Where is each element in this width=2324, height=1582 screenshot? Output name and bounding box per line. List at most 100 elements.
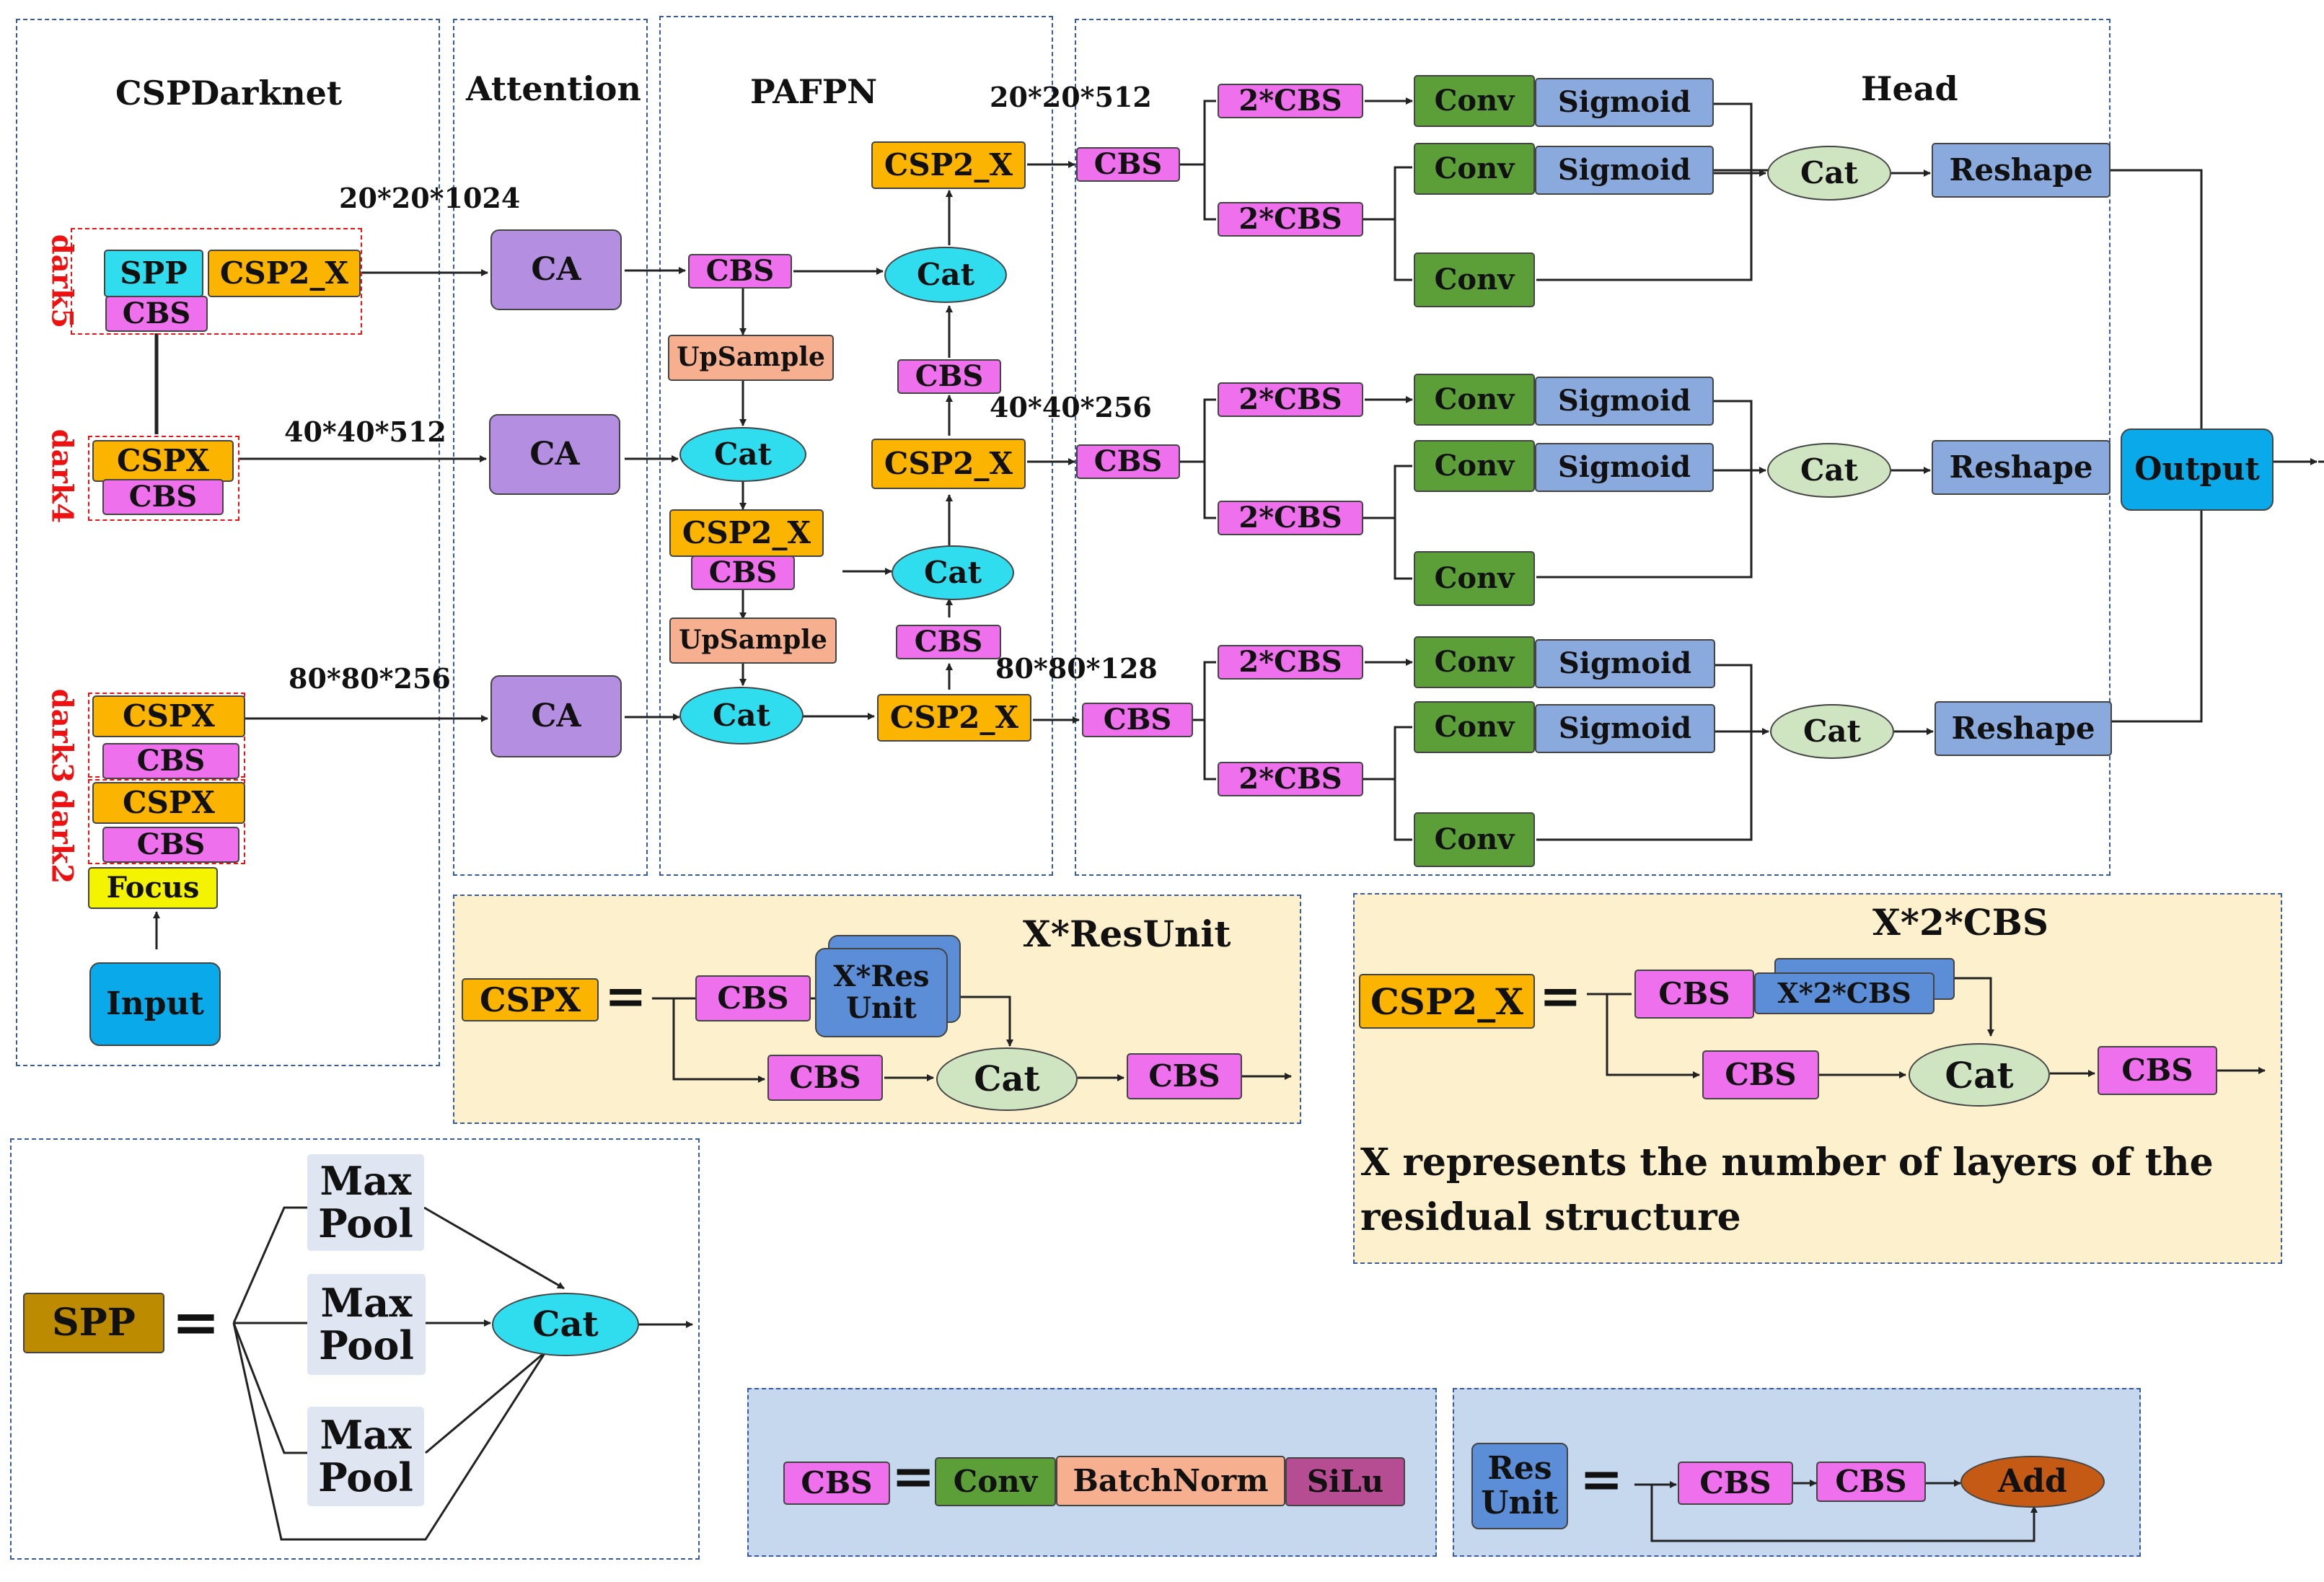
cspx-dark2-block: CSPX [92,782,245,824]
head-cat-1: Cat [1767,146,1891,201]
def-resunit-cbs-2: CBS [1816,1462,1926,1502]
dark4-group [88,436,239,521]
pafpn-csp2x-td-1: CSP2_X [669,509,824,557]
def-cspx-cbs-1: CBS [695,975,811,1021]
def-cbs-batchnorm: BatchNorm [1056,1456,1285,1506]
stage-dark5-label: dark5 [45,234,79,329]
pafpn-cbs-bu-2: CBS [897,359,1001,394]
stage-dark2-label: dark2 [45,789,79,884]
maxpool-3: Max Pool [307,1407,424,1506]
title-cspdarknet: CSPDarknet [115,74,343,113]
def-csp2x-cat: Cat [1909,1043,2050,1107]
pafpn-csp2x-out-20: CSP2_X [871,141,1026,189]
def-resunit-equals: = [1580,1448,1624,1509]
title-pafpn: PAFPN [750,72,878,111]
head-conv-1b: Conv [1414,143,1535,195]
def-spp-block: SPP [23,1293,164,1353]
panel-attention [453,19,648,876]
size-40-40-256: 40*40*256 [990,391,1152,423]
maxpool-2-line2: Pool [319,1322,414,1368]
spp-block: SPP [104,250,203,297]
def-cbs-equals: = [892,1445,936,1506]
def-csp2x-cbs-1: CBS [1634,970,1754,1019]
upsample-bottom: UpSample [669,618,837,664]
panel-cspdarknet [16,19,440,1066]
head-cbs-2: CBS [1076,444,1180,479]
def-cspx-cat: Cat [936,1047,1078,1111]
def-csp2x-cbs-2: CBS [1702,1050,1819,1099]
size-20-20-1024: 20*20*1024 [339,182,521,214]
head-2cbs-3b: 2*CBS [1218,762,1363,796]
head-conv-3b: Conv [1414,701,1535,753]
def-resunit-line1: Res [1487,1449,1552,1487]
def-cspx-xres-unit: X*Res Unit [815,948,948,1037]
cbs-dark5-block: CBS [105,296,208,332]
def-cspx-cbs-2: CBS [767,1055,883,1101]
head-sigmoid-1b: Sigmoid [1535,146,1714,195]
def-csp2x-x2cbs-block: X*2*CBS [1754,972,1935,1014]
cbs-dark2-block: CBS [102,827,239,863]
head-2cbs-3a: 2*CBS [1218,645,1363,680]
head-conv-2c: Conv [1414,551,1535,606]
head-2cbs-1b: 2*CBS [1218,202,1363,237]
pafpn-csp2x-out-80: CSP2_X [877,694,1031,742]
head-conv-1c: Conv [1414,252,1535,307]
size-80-80-128: 80*80*128 [995,652,1158,685]
head-sigmoid-3b: Sigmoid [1535,704,1715,753]
head-cat-3: Cat [1770,704,1894,759]
def-resunit-line2: Unit [1481,1485,1559,1521]
maxpool-1-line1: Max [320,1157,412,1204]
pafpn-csp2x-out-40: CSP2_X [871,439,1026,489]
def-xres-line2: Unit [846,991,917,1025]
stage-dark4-label: dark4 [45,429,79,524]
def-cbs-silu: SiLu [1285,1457,1405,1506]
upsample-top: UpSample [668,335,834,381]
csp2x-dark5-block: CSP2_X [208,250,361,297]
maxpool-2-line1: Max [320,1279,413,1326]
head-2cbs-2a: 2*CBS [1218,382,1363,417]
def-csp2x-cbs-3: CBS [2098,1046,2217,1095]
def-resunit-add: Add [1960,1456,2105,1508]
head-sigmoid-3a: Sigmoid [1535,639,1715,688]
def-csp2x-equals: = [1539,966,1582,1026]
input-block: Input [89,962,221,1046]
pafpn-cat-bu-1: Cat [892,545,1014,600]
def-resunit-block: Res Unit [1471,1443,1568,1529]
maxpool-1-line2: Pool [318,1200,413,1247]
note-line-2: residual structure [1360,1195,1741,1239]
head-reshape-3: Reshape [1935,701,2112,756]
ca-block-bottom: CA [490,675,622,757]
title-head: Head [1861,69,1958,108]
cbs-dark3-block: CBS [102,743,239,779]
head-sigmoid-2b: Sigmoid [1535,443,1714,492]
pafpn-cat-bu-2: Cat [884,247,1007,303]
head-conv-1a: Conv [1414,75,1535,127]
stage-dark3-label: dark3 [45,688,79,783]
cbs-dark4-block: CBS [102,479,224,515]
size-40-40-512: 40*40*512 [284,416,446,448]
title-attention: Attention [466,69,641,108]
def-cbs-block: CBS [783,1462,890,1505]
size-80-80-256: 80*80*256 [289,662,451,695]
output-block: Output [2121,429,2274,511]
head-reshape-2: Reshape [1932,440,2110,495]
pafpn-cbs-middle: CBS [691,555,795,590]
head-conv-3c: Conv [1414,812,1535,867]
pafpn-cat-middle: Cat [679,427,806,482]
title-x-resunit: X*ResUnit [1023,913,1231,955]
def-cspx-equals: = [604,966,647,1026]
maxpool-2: Max Pool [307,1274,426,1375]
def-xres-line1: X*Res [833,959,930,993]
size-20-20-512: 20*20*512 [990,81,1152,113]
head-reshape-1: Reshape [1932,143,2110,198]
panel-pafpn [659,16,1053,876]
pafpn-cat-bottom: Cat [679,687,804,744]
def-spp-cat: Cat [492,1293,639,1356]
pafpn-cbs-bu-1: CBS [896,625,1001,659]
head-conv-2a: Conv [1414,374,1535,426]
def-cspx-cbs-3: CBS [1127,1053,1242,1099]
note-line-1: X represents the number of layers of the [1360,1141,2214,1185]
dark5-group [71,228,362,335]
maxpool-1: Max Pool [307,1154,424,1251]
